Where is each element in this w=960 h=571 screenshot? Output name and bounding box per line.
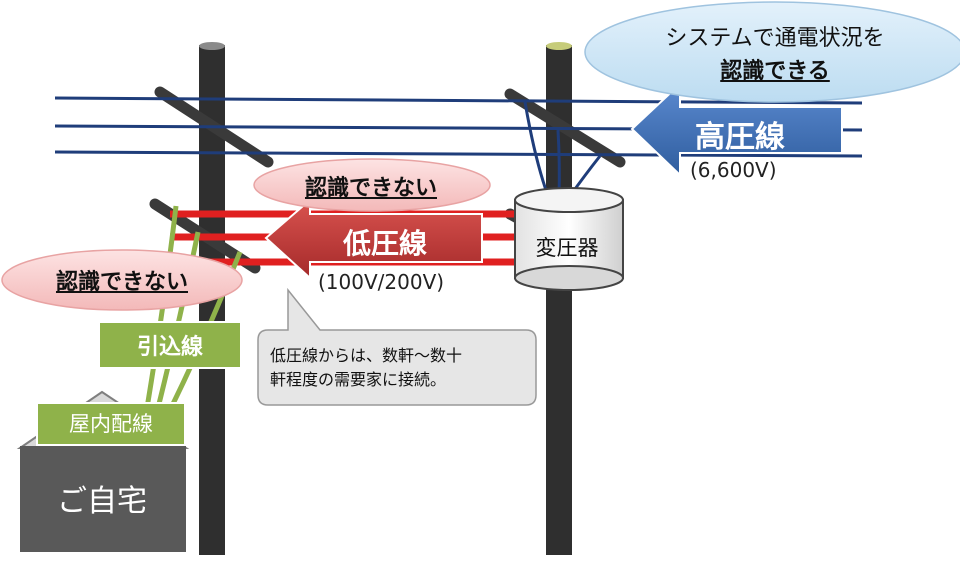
note-callout [257, 287, 537, 406]
service-drop-box [98, 321, 242, 369]
low-voltage-value: (100V/200V) [318, 270, 445, 294]
service-drop-label: 引込線 [136, 335, 203, 360]
high-voltage-label: 高圧線 [695, 120, 785, 155]
not-recognized-bubble-drop [1, 249, 243, 311]
indoor-wiring-label: 屋内配線 [69, 412, 153, 436]
transformer [514, 187, 624, 291]
note-line2: 軒程度の需要家に接続。 [270, 370, 447, 389]
low-voltage-label: 低圧線 [342, 227, 427, 260]
not-recognized-bubble-low [253, 158, 491, 212]
system-callout-line1: システムで通電状況を [665, 26, 885, 51]
high-voltage-value: (6,600V) [690, 158, 777, 182]
transformer-label: 変圧器 [535, 236, 599, 260]
note-line1: 低圧線からは、数軒～数十 [270, 346, 463, 365]
not-recognized-drop-label: 認識できない [55, 270, 188, 295]
system-callout-line2: 認識できる [720, 59, 830, 84]
system-callout-bubble [584, 1, 960, 103]
not-recognized-low-label: 認識できない [304, 176, 437, 201]
house-label: ご自宅 [57, 484, 147, 519]
indoor-wiring-box [36, 402, 186, 446]
